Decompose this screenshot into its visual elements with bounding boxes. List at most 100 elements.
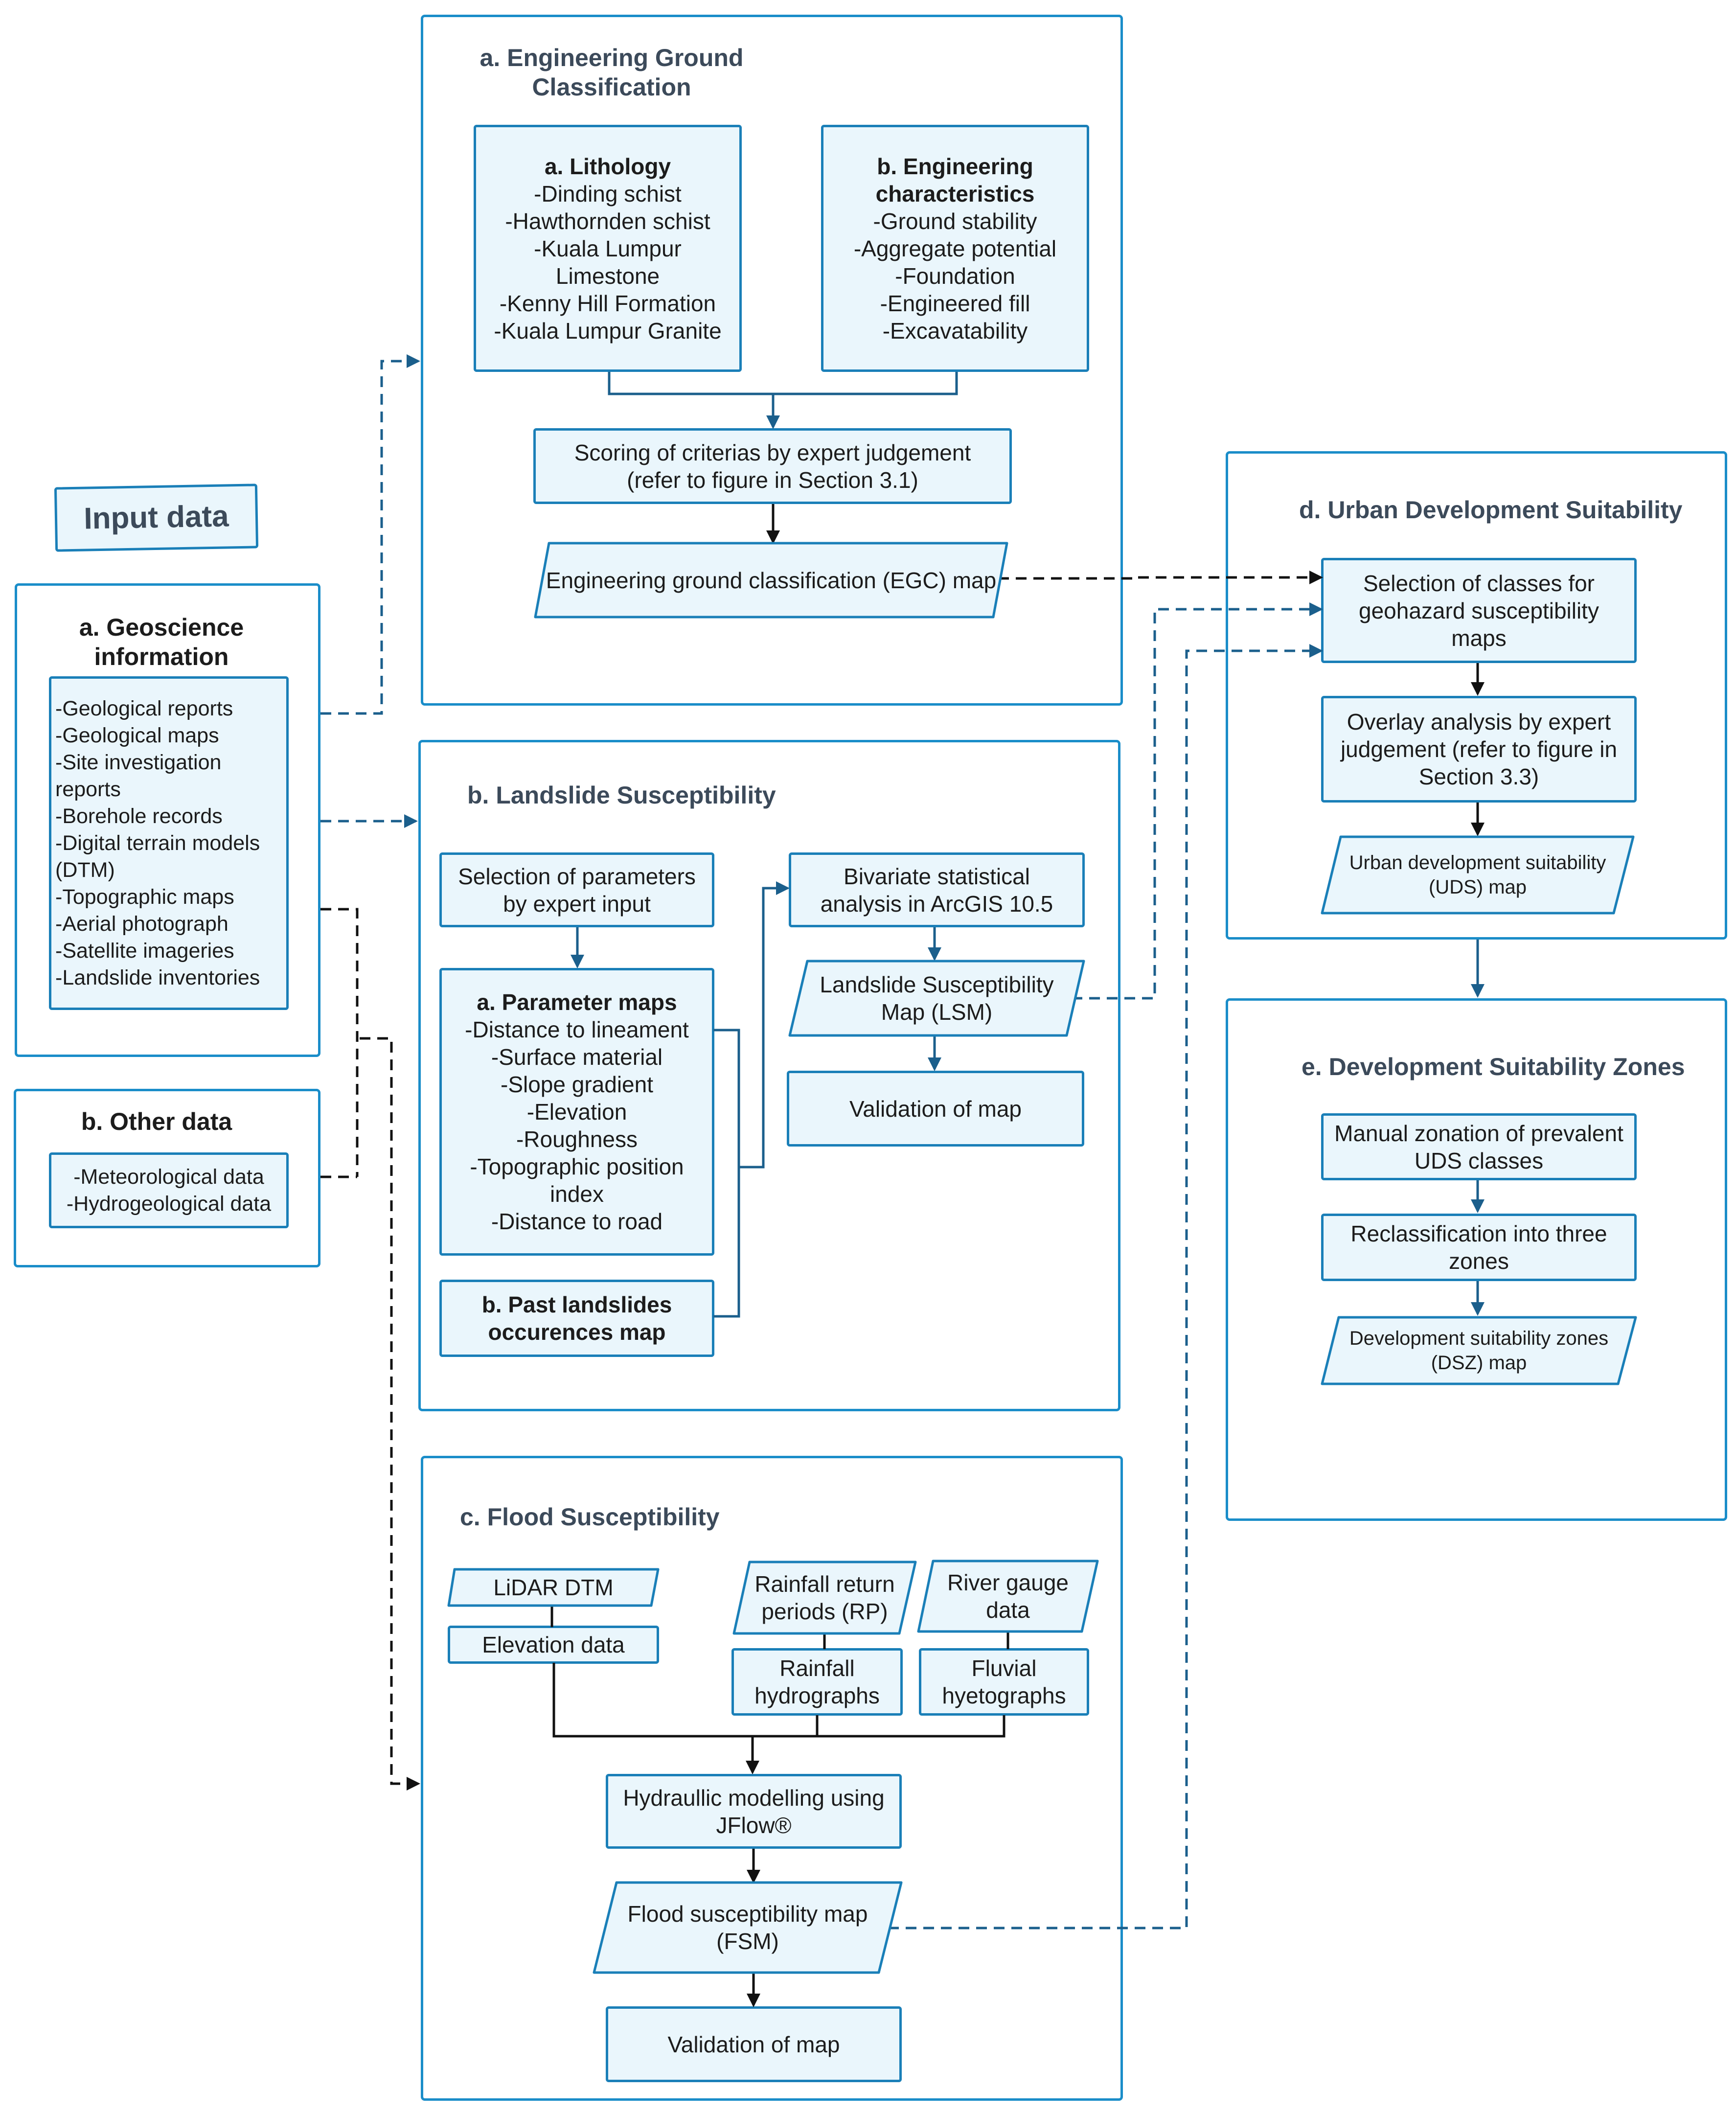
overlay-line: Overlay analysis by expert bbox=[1347, 709, 1611, 735]
overlay-line: Section 3.3) bbox=[1418, 764, 1539, 789]
parameter-item: -Distance to lineament bbox=[465, 1017, 689, 1042]
parameter-item: -Topographic position bbox=[470, 1154, 684, 1179]
manual-zonation-box: Manual zonation of prevalent UDS classes bbox=[1321, 1113, 1637, 1180]
river-gauge-shape bbox=[917, 1560, 1099, 1633]
landslide-selection-line: by expert input bbox=[503, 891, 651, 917]
river-gauge-line: River gauge bbox=[947, 1570, 1069, 1595]
fsm-line: Flood susceptibility map bbox=[627, 1901, 868, 1927]
lithology-title: a. Lithology bbox=[544, 153, 671, 179]
lsm-line: Map (LSM) bbox=[881, 999, 993, 1025]
geoscience-item: -Satellite imageries bbox=[55, 939, 234, 963]
other-data-title-text: b. Other data bbox=[81, 1108, 232, 1135]
fluvial-hyetographs-box: Fluvial hyetographs bbox=[919, 1648, 1089, 1716]
manual-zonation-line: Manual zonation of prevalent bbox=[1334, 1120, 1623, 1146]
dashed-arrow-geoscience-to-flood bbox=[320, 908, 359, 1177]
uds-map-parallelogram: Urban development suitability (UDS) map bbox=[1321, 835, 1635, 915]
river-gauge-line: data bbox=[986, 1597, 1030, 1623]
fluvial-hyetographs-line: Fluvial bbox=[971, 1655, 1037, 1681]
hydraulic-line: JFlow® bbox=[716, 1812, 792, 1838]
dsz-map-shape bbox=[1321, 1316, 1637, 1385]
connector-lith-eng bbox=[608, 372, 958, 395]
bivariate-line: analysis in ArcGIS 10.5 bbox=[820, 891, 1053, 917]
rainfall-rp-shape bbox=[732, 1561, 917, 1635]
geoscience-item: -Landslide inventories bbox=[55, 965, 260, 989]
dashed-arrow-to-flood-panel bbox=[360, 1037, 420, 1791]
lidar-label: LiDAR DTM bbox=[493, 1575, 614, 1600]
rainfall-rp-line: periods (RP) bbox=[761, 1599, 888, 1624]
lithology-item: -Kuala Lumpur bbox=[534, 235, 682, 261]
hydraulic-modelling-box: Hydraullic modelling using JFlow® bbox=[606, 1774, 902, 1849]
lsm-line: Landslide Susceptibility bbox=[820, 972, 1054, 997]
geoscience-list: -Geological reports -Geological maps -Si… bbox=[49, 676, 289, 1010]
other-data-item: -Meteorological data bbox=[73, 1165, 264, 1189]
geoscience-item: -Site investigation bbox=[55, 750, 222, 774]
lithology-item: -Hawthornden schist bbox=[505, 208, 710, 234]
landslide-selection-line: Selection of parameters bbox=[458, 863, 696, 889]
dashed-arrow-egc-to-urban bbox=[998, 571, 1323, 584]
scoring-box: Scoring of criterias by expert judgement… bbox=[533, 428, 1012, 504]
elevation-box: Elevation data bbox=[448, 1626, 659, 1664]
urban-selection-line: Selection of classes for bbox=[1363, 570, 1595, 596]
engineering-item: -Engineered fill bbox=[880, 290, 1030, 316]
flood-validation-box: Validation of map bbox=[606, 2006, 902, 2082]
overlay-line: judgement (refer to figure in bbox=[1340, 736, 1618, 762]
other-data-list: -Meteorological data -Hydrogeological da… bbox=[49, 1152, 289, 1228]
fsm-parallelogram: Flood susceptibility map (FSM) bbox=[593, 1881, 903, 1974]
fsm-shape bbox=[593, 1881, 903, 1974]
geoscience-item: -Topographic maps bbox=[55, 885, 234, 909]
dashed-arrow-geoscience-to-egc bbox=[320, 354, 420, 715]
rainfall-hydrographs-box: Rainfall hydrographs bbox=[731, 1648, 903, 1716]
bivariate-box: Bivariate statistical analysis in ArcGIS… bbox=[789, 852, 1085, 927]
flood-validation-label: Validation of map bbox=[667, 2031, 840, 2057]
flood-title-text: c. Flood Susceptibility bbox=[460, 1503, 720, 1531]
rainfall-hydrographs-line: Rainfall bbox=[779, 1655, 855, 1681]
fsm-line: (FSM) bbox=[716, 1929, 779, 1954]
urban-selection-box: Selection of classes for geohazard susce… bbox=[1321, 558, 1637, 663]
egc-map-parallelogram: Engineering ground classification (EGC) … bbox=[534, 542, 1008, 619]
egc-title-text: a. Engineering Ground Classification bbox=[480, 44, 744, 101]
parameter-item: -Surface material bbox=[491, 1044, 663, 1070]
engineering-characteristics-box: b. Engineering characteristics -Ground s… bbox=[821, 125, 1089, 372]
past-landslides-line: occurences map bbox=[488, 1319, 666, 1345]
egc-map-label: Engineering ground classification (EGC) … bbox=[546, 567, 997, 593]
engineering-item: -Foundation bbox=[895, 263, 1015, 289]
rainfall-rp-line: Rainfall return bbox=[754, 1571, 895, 1597]
past-landslides-box: b. Past landslides occurences map bbox=[439, 1280, 714, 1357]
geoscience-item: -Geological reports bbox=[55, 696, 233, 720]
manual-zonation-line: UDS classes bbox=[1414, 1148, 1544, 1173]
connector-flood-inputs bbox=[552, 1663, 1005, 1738]
landslide-validation-label: Validation of map bbox=[849, 1096, 1022, 1122]
egc-map-shape bbox=[534, 542, 1008, 619]
reclassification-line: zones bbox=[1449, 1248, 1509, 1274]
geoscience-item: -Borehole records bbox=[55, 804, 223, 828]
elevation-label: Elevation data bbox=[482, 1632, 625, 1657]
geoscience-item: (DTM) bbox=[55, 858, 115, 882]
dsz-map-line: (DSZ) map bbox=[1431, 1352, 1527, 1374]
past-landslides-line: b. Past landslides bbox=[481, 1292, 672, 1317]
other-data-title: b. Other data bbox=[29, 1107, 284, 1136]
landslide-validation-box: Validation of map bbox=[787, 1071, 1084, 1147]
scoring-line: (refer to figure in Section 3.1) bbox=[627, 467, 918, 493]
landslide-selection-box: Selection of parameters by expert input bbox=[439, 852, 714, 927]
lithology-item: -Kuala Lumpur Granite bbox=[494, 318, 722, 344]
reclassification-line: Reclassification into three bbox=[1350, 1221, 1607, 1246]
hydraulic-line: Hydraullic modelling using bbox=[623, 1785, 885, 1811]
parameter-item: -Elevation bbox=[526, 1099, 627, 1125]
geoscience-title: a. Geoscience information bbox=[49, 613, 274, 671]
connector-past-to-bivariate bbox=[739, 881, 790, 1169]
lithology-box: a. Lithology -Dinding schist -Hawthornde… bbox=[474, 125, 742, 372]
uds-map-line: Urban development suitability bbox=[1349, 852, 1606, 873]
engineering-item: -Excavatability bbox=[882, 318, 1028, 344]
urban-selection-line: geohazard susceptibility bbox=[1359, 597, 1599, 623]
geoscience-item: -Digital terrain models bbox=[55, 831, 260, 855]
other-data-item: -Hydrogeological data bbox=[66, 1192, 272, 1216]
parameter-item: -Distance to road bbox=[491, 1209, 663, 1234]
parameter-item: -Roughness bbox=[516, 1126, 638, 1152]
geoscience-item: reports bbox=[55, 777, 121, 801]
lithology-item: Limestone bbox=[555, 263, 660, 289]
overlay-analysis-box: Overlay analysis by expert judgement (re… bbox=[1321, 696, 1637, 803]
lidar-parallelogram: LiDAR DTM bbox=[447, 1568, 660, 1607]
parameter-item: index bbox=[550, 1181, 604, 1207]
egc-title: a. Engineering Ground Classification bbox=[470, 43, 754, 102]
